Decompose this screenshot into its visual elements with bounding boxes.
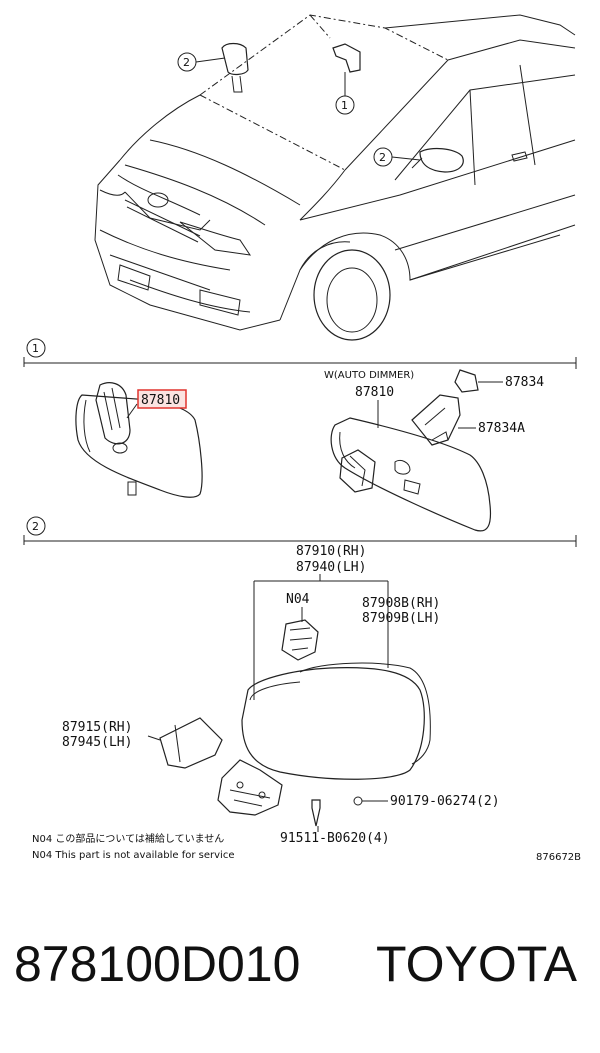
label-87940-lh: 87940(LH) [296, 560, 366, 575]
door-mirror-assembly [217, 662, 431, 816]
bracket-87834: 87834 [454, 369, 544, 393]
label-91511: 91511-B0620(4) [280, 831, 390, 846]
screw-91511 [311, 799, 321, 832]
svg-text:1: 1 [32, 342, 39, 355]
car-illustration [94, 14, 576, 341]
note-en: N04 This part is not available for servi… [32, 850, 234, 861]
label-87810-auto: 87810 [355, 385, 394, 400]
label-87910-rh: 87910(RH) [296, 544, 366, 559]
brand-name: TOYOTA [376, 936, 577, 992]
svg-text:2: 2 [32, 520, 39, 533]
nut-90179 [353, 796, 388, 806]
figure-id: 876672B [536, 852, 581, 863]
label-87915-rh: 87915(RH) [62, 720, 132, 735]
motor-N04 [281, 619, 319, 661]
part-number: 878100D010 [14, 936, 301, 992]
part-label-87810-highlighted[interactable]: 87810 [137, 389, 187, 409]
callout-2-inner-mirror: 2 [177, 52, 226, 72]
svg-text:1: 1 [341, 99, 348, 112]
note-jp: N04 この部品については補給していません [32, 832, 224, 845]
svg-text:87834A: 87834A [478, 421, 525, 436]
inner-mirror-standard [75, 382, 203, 498]
label-87909B-lh: 87909B(LH) [362, 611, 440, 626]
svg-text:2: 2 [183, 56, 190, 69]
cover-87915 [147, 717, 223, 769]
label-N04: N04 [286, 592, 310, 607]
footer: 878100D010 TOYOTA [0, 935, 600, 1005]
label-auto-dimmer: W(AUTO DIMMER) [324, 370, 414, 381]
section-1-header: 1 [23, 338, 577, 369]
inner-mirror-auto-dimmer [330, 417, 492, 532]
label-90179: 90179-06274(2) [390, 794, 500, 809]
label-87908B-rh: 87908B(RH) [362, 596, 440, 611]
svg-text:87834: 87834 [505, 375, 544, 390]
svg-text:87810: 87810 [141, 393, 180, 408]
section-2-header: 2 [23, 516, 577, 547]
label-87945-lh: 87945(LH) [62, 735, 132, 750]
callout-1-sensor: 1 [335, 72, 355, 115]
callout-2-door-mirror: 2 [373, 147, 421, 167]
svg-text:2: 2 [379, 151, 386, 164]
cover-87834A: 87834A [411, 394, 525, 446]
parts-diagram: 2 1 2 1 87810 W(AUTO DIMMER) 87810 [23, 14, 581, 863]
